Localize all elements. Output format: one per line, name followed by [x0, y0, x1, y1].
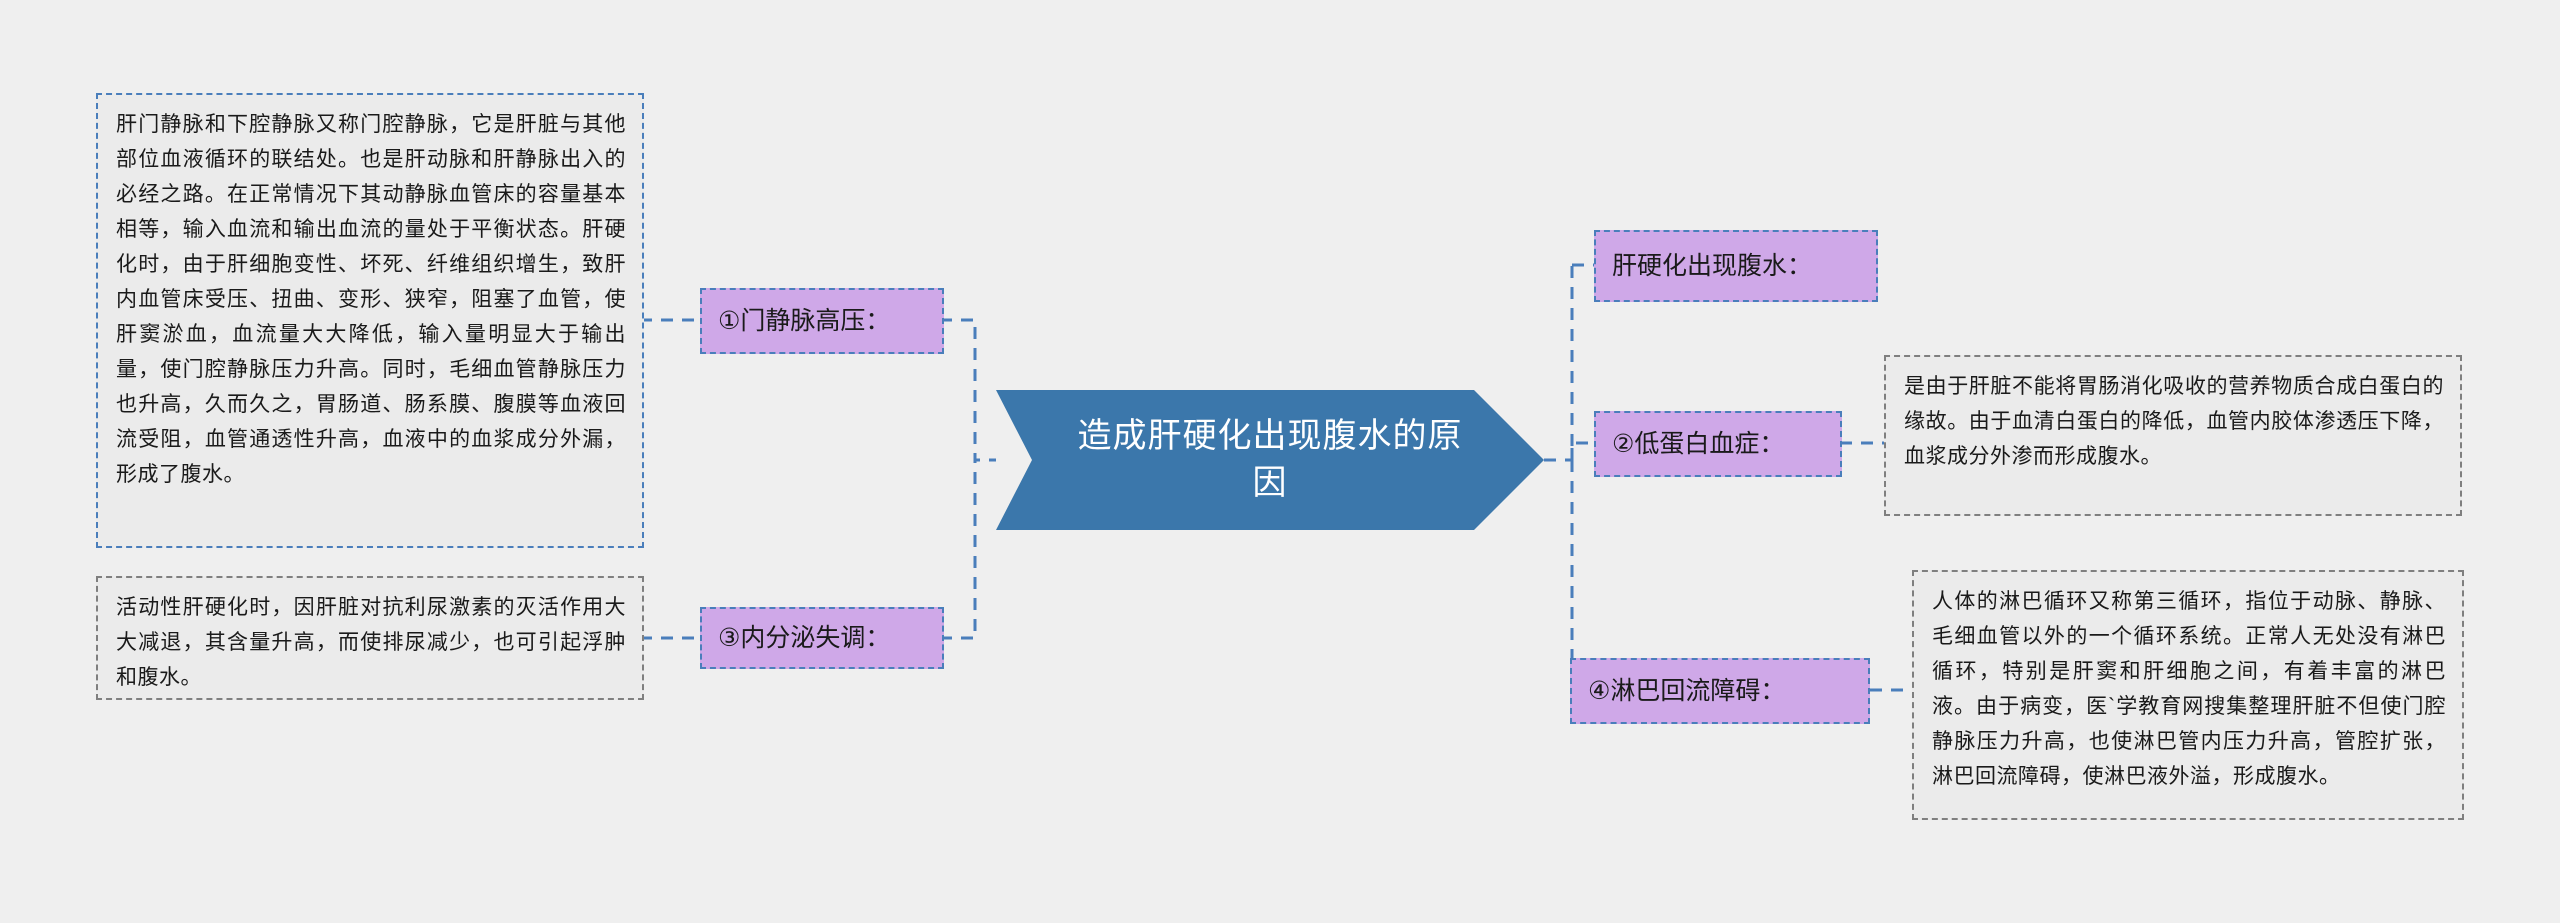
center-node[interactable]: 造成肝硬化出现腹水的原因 [996, 390, 1544, 530]
detail-panel-hypoproteinemia: 是由于肝脏不能将胃肠消化吸收的营养物质合成白蛋白的缘故。由于血清白蛋白的降低，血… [1884, 355, 2462, 516]
topic-portal-hypertension[interactable]: ①门静脉高压： [700, 288, 944, 354]
center-node-label: 造成肝硬化出现腹水的原因 [1077, 417, 1463, 502]
topic-lymph-return-obstruction[interactable]: ④淋巴回流障碍： [1570, 658, 1870, 724]
center-chevron-shape [996, 390, 1544, 530]
topic-hypoproteinemia[interactable]: ②低蛋白血症： [1594, 411, 1842, 477]
detail-panel-lymph-return-obstruction: 人体的淋巴循环又称第三循环，指位于动脉、静脉、毛细血管以外的一个循环系统。正常人… [1912, 570, 2464, 820]
topic-endocrine-disorder[interactable]: ③内分泌失调： [700, 607, 944, 669]
detail-panel-endocrine-disorder: 活动性肝硬化时，因肝脏对抗利尿激素的灭活作用大大减退，其含量升高，而使排尿减少，… [96, 576, 644, 700]
detail-panel-portal-hypertension: 肝门静脉和下腔静脉又称门腔静脉，它是肝脏与其他部位血液循环的联结处。也是肝动脉和… [96, 93, 644, 548]
topic-cirrhosis-ascites[interactable]: 肝硬化出现腹水： [1594, 230, 1878, 302]
